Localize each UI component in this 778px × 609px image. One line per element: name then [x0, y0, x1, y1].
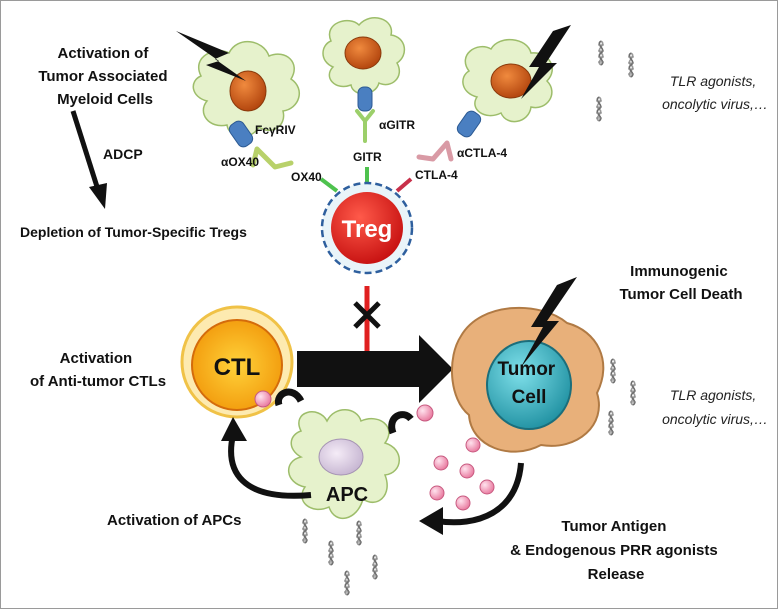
label-line: Tumor Antigen [561, 518, 666, 535]
dna-icon [343, 570, 351, 596]
lightning-bolt-icon [521, 25, 571, 99]
label-line: oncolytic virus,… [662, 411, 768, 427]
activation-apc-label: Activation of APCs [107, 512, 241, 529]
label-line: Tumor [498, 359, 556, 380]
depletion-label: Depletion of Tumor-Specific Tregs [20, 224, 247, 240]
label-line: Myeloid Cells [57, 91, 153, 108]
label-line: Tumor Associated [38, 68, 167, 85]
ctla4-receptor [395, 177, 413, 193]
label-line: of Anti-tumor CTLs [30, 373, 166, 390]
block-x-icon [353, 301, 381, 329]
ctl-label: CTL [214, 354, 261, 381]
fc-receptor-label: FcγRIV [255, 123, 296, 137]
antigen-particle [479, 479, 495, 495]
anti-gitr-label: αGITR [379, 118, 415, 132]
label-line: Activation of [57, 45, 149, 62]
apc-label: APC [326, 484, 368, 506]
ox40-label: OX40 [291, 170, 322, 184]
tlr-mid-label: TLR agonists, oncolytic virus,… [662, 387, 768, 427]
treg-label: Treg [342, 216, 393, 243]
fc-receptor-middle [357, 86, 373, 112]
apc-to-ctl-arrow [228, 434, 312, 499]
label-line: Release [588, 566, 645, 583]
mhc-receptor-right [388, 411, 414, 435]
label-line: oncolytic virus,… [662, 96, 768, 112]
antigen-particle [429, 485, 445, 501]
label-line: TLR agonists, [670, 387, 756, 403]
antigen-particle [254, 390, 272, 408]
antigen-particle [465, 437, 481, 453]
activation-tam-label: Activation of Tumor Associated Myeloid C… [38, 45, 171, 108]
tlr-top-label: TLR agonists, oncolytic virus,… [662, 73, 768, 112]
nucleus-right [490, 63, 532, 99]
antigen-particle [416, 404, 434, 422]
fc-receptor-right [456, 110, 482, 138]
anti-ox40-label: αOX40 [221, 155, 259, 169]
label-line: & Endogenous PRR agonists [510, 542, 718, 559]
apc-to-ctl-arrowhead [221, 417, 247, 441]
ox40-receptor [319, 177, 339, 193]
ctla4-label: CTLA-4 [415, 168, 458, 182]
apc-nucleus [318, 438, 364, 476]
fc-receptor-left [228, 120, 254, 148]
antigen-particle [459, 463, 475, 479]
immunogenic-death-label: Immunogenic Tumor Cell Death [619, 263, 742, 303]
tumor-to-apc-arrow [436, 462, 524, 526]
dna-icon [327, 540, 335, 566]
antibody-anti-gitr [355, 109, 375, 143]
dna-icon [607, 410, 615, 436]
nucleus-left [229, 70, 267, 112]
dna-icon [301, 518, 309, 544]
dna-icon [627, 52, 635, 78]
label-line: Immunogenic [630, 263, 728, 280]
label-line: TLR agonists, [670, 73, 756, 89]
gitr-label: GITR [353, 150, 382, 164]
lightning-bolt-icon [521, 277, 577, 367]
antigen-release-label: Tumor Antigen & Endogenous PRR agonists … [510, 518, 722, 583]
adcp-arrowhead [89, 183, 107, 209]
tumor-nucleus [486, 340, 572, 430]
adcp-arrow [70, 110, 102, 194]
dna-icon [371, 554, 379, 580]
kill-arrow [297, 335, 453, 403]
label-line: Tumor Cell Death [619, 286, 742, 303]
treg-nucleus [331, 192, 403, 264]
antibody-anti-ctla4 [416, 140, 454, 162]
dna-icon [629, 380, 637, 406]
antigen-particle [455, 495, 471, 511]
dna-icon [609, 358, 617, 384]
dna-icon [355, 520, 363, 546]
dna-icon [595, 96, 603, 122]
activation-ctl-label: Activation of Anti-tumor CTLs [30, 350, 166, 390]
tumor-to-apc-arrowhead [419, 507, 443, 535]
dna-icon [597, 40, 605, 66]
tumor-cell-label: Tumor Cell [498, 359, 561, 408]
adcp-label: ADCP [103, 146, 143, 162]
antibody-anti-ox40 [250, 146, 294, 170]
nucleus-middle [344, 36, 382, 70]
antigen-particle [433, 455, 449, 471]
anti-ctla4-label: αCTLA-4 [457, 146, 507, 160]
mhc-receptor-left [274, 388, 305, 407]
ctl-nucleus [191, 319, 283, 411]
label-line: Activation [60, 350, 133, 367]
label-line: Cell [512, 387, 547, 408]
